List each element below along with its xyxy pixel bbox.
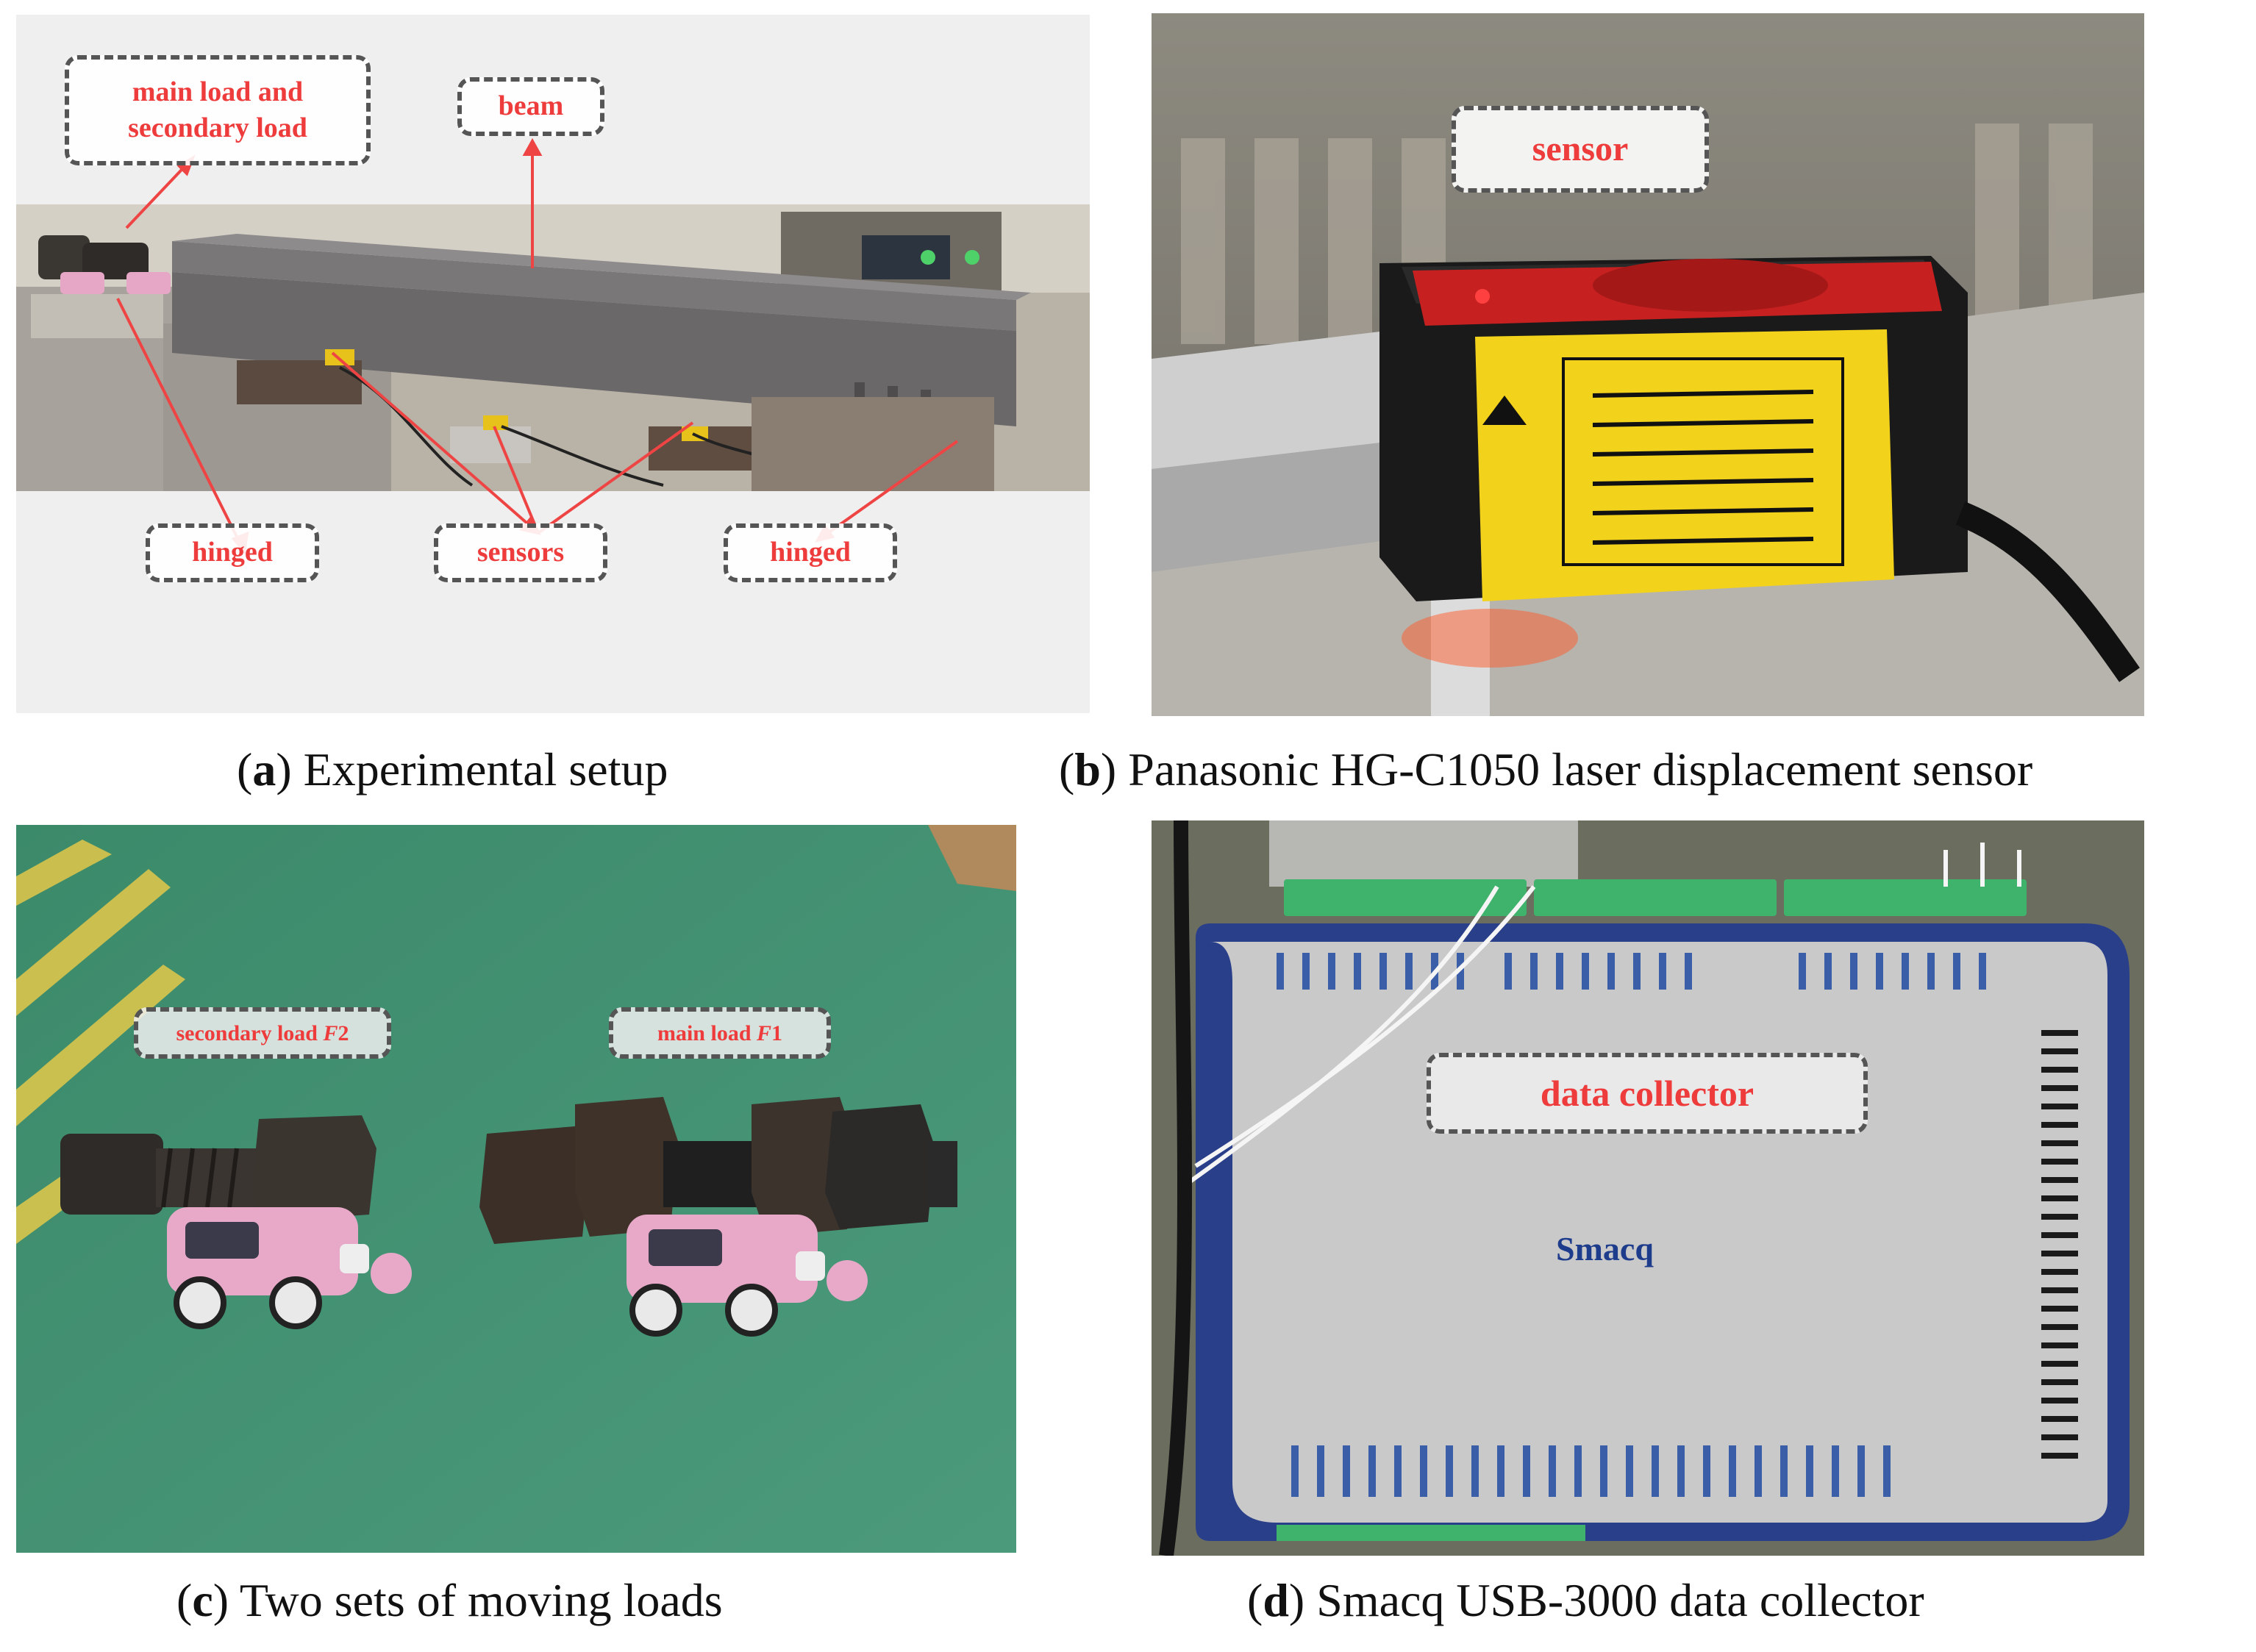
data-collector-photo [1152, 820, 2144, 1556]
secondary-load-index: 2 [338, 1020, 349, 1045]
secondary-load-symbol: F [323, 1020, 338, 1045]
hinged-right-label: hinged [724, 523, 897, 582]
sensor-label: sensor [1452, 106, 1709, 193]
main-load-symbol: F [757, 1020, 772, 1045]
main-load-line-1: main load and [132, 76, 304, 107]
main-load-label: main load F1 [609, 1007, 831, 1059]
caption-c-text: Two sets of moving loads [239, 1574, 723, 1626]
sensors-label: sensors [434, 523, 607, 582]
panel-moving-loads: secondary load F2 main load F1 [16, 825, 1016, 1553]
hinged-left-label: hinged [146, 523, 319, 582]
panel-data-collector: data collector Smacq [1152, 820, 2144, 1556]
moving-loads-photo [16, 825, 1016, 1553]
secondary-load-model [60, 1115, 412, 1329]
caption-d: (d) Smacq USB-3000 data collector [1247, 1574, 1924, 1626]
caption-d-text: Smacq USB-3000 data collector [1316, 1574, 1924, 1626]
beam-label: beam [457, 77, 604, 136]
secondary-load-label: secondary load F2 [134, 1007, 391, 1059]
caption-b-letter: b [1074, 743, 1101, 795]
caption-c: (c) Two sets of moving loads [176, 1574, 723, 1626]
caption-a-text: Experimental setup [303, 743, 668, 795]
main-load-line-2: secondary load [128, 112, 307, 143]
secondary-load-text: secondary load [176, 1020, 324, 1045]
main-load-and-secondary-load-label: main load and secondary load [65, 55, 371, 165]
caption-a-letter: a [252, 743, 276, 795]
main-load-index: 1 [771, 1020, 783, 1045]
smacq-brand-logo: Smacq [1556, 1230, 1654, 1267]
data-collector-label: data collector [1427, 1053, 1868, 1134]
caption-a: (a) Experimental setup [237, 743, 668, 795]
caption-b: (b) Panasonic HG-C1050 laser displacemen… [1059, 743, 2033, 795]
panel-experimental-setup: main load and secondary load beam hinged… [16, 15, 1090, 713]
main-load-text: main load [657, 1020, 757, 1045]
panel-laser-sensor: sensor [1152, 13, 2144, 716]
experimental-setup-photo [16, 137, 1090, 555]
main-load-model [479, 1097, 957, 1337]
caption-b-text: Panasonic HG-C1050 laser displacement se… [1128, 743, 2033, 795]
caption-c-letter: c [192, 1574, 213, 1626]
caption-d-letter: d [1263, 1574, 1289, 1626]
